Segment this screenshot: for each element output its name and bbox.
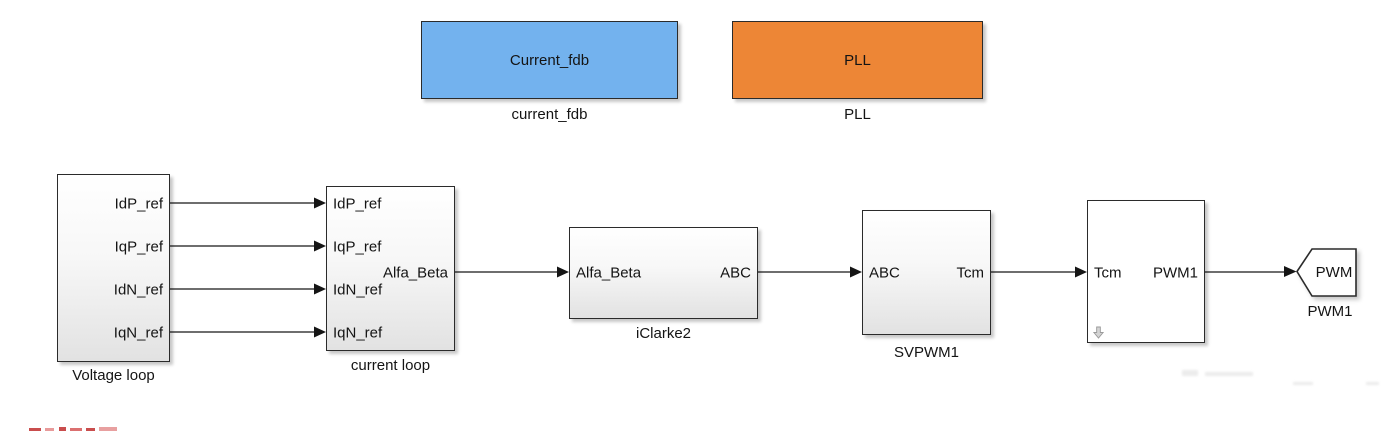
signal-wire-abc[interactable]: [758, 266, 862, 278]
block-iclarke2[interactable]: Alfa_Beta ABC: [569, 227, 758, 319]
block-pll-label: PLL: [844, 106, 871, 123]
signal-wire-tcm[interactable]: [991, 266, 1087, 278]
port-out-pwm1: PWM1: [1153, 264, 1198, 282]
port-out-abc: ABC: [720, 264, 751, 282]
port-in-abc: ABC: [869, 264, 900, 282]
signal-wire-iqp-ref[interactable]: [170, 240, 326, 252]
block-current-fdb[interactable]: Current_fdb: [421, 21, 678, 99]
port-in-iqp-ref: IqP_ref: [333, 238, 382, 256]
faint-watermark-mark: [1205, 372, 1253, 376]
block-voltage-loop[interactable]: IdP_ref IqP_ref IdN_ref IqN_ref: [57, 174, 170, 362]
port-in-idn-ref: IdN_ref: [333, 281, 383, 299]
port-in-tcm: Tcm: [1094, 264, 1122, 282]
port-out-idn-ref: IdN_ref: [113, 281, 163, 299]
port-in-iqn-ref: IqN_ref: [333, 324, 383, 342]
block-current-fdb-label: current_fdb: [511, 106, 588, 123]
port-out-alfa-beta: Alfa_Beta: [382, 264, 448, 282]
block-pll-text: PLL: [844, 51, 871, 69]
block-svpwm1-label: SVPWM1: [893, 344, 959, 361]
signal-wire-idn-ref[interactable]: [170, 283, 326, 295]
faint-watermark-mark: [1293, 382, 1313, 385]
signal-wire-pwm1[interactable]: [1205, 266, 1297, 277]
faint-watermark-mark: [1182, 370, 1198, 376]
port-out-tcm: Tcm: [956, 264, 985, 282]
block-voltage-loop-label: Voltage loop: [72, 367, 155, 384]
port-in-alfa-beta: Alfa_Beta: [576, 264, 642, 282]
block-current-loop[interactable]: IdP_ref IqP_ref IdN_ref IqN_ref Alfa_Bet…: [326, 186, 455, 351]
signal-wire-alfa-beta[interactable]: [455, 266, 569, 278]
pwm-tag-text: PWM: [1315, 264, 1353, 281]
signal-wire-iqn-ref[interactable]: [170, 326, 326, 338]
port-out-idp-ref: IdP_ref: [114, 195, 163, 213]
block-pll[interactable]: PLL: [732, 21, 983, 99]
block-pwm-subsystem[interactable]: Tcm PWM1: [1087, 200, 1205, 343]
pwm-goto-tag-shape[interactable]: [1296, 248, 1357, 297]
signal-wire-idp-ref[interactable]: [170, 197, 326, 209]
down-arrow-icon: [1093, 326, 1104, 339]
port-in-idp-ref: IdP_ref: [333, 195, 382, 213]
block-iclarke2-label: iClarke2: [635, 325, 692, 342]
faint-watermark-mark: [1366, 382, 1379, 385]
port-out-iqn-ref: IqN_ref: [113, 324, 163, 342]
port-out-iqp-ref: IqP_ref: [114, 238, 163, 256]
pwm-tag-label: PWM1: [1307, 303, 1353, 320]
block-current-fdb-text: Current_fdb: [509, 51, 590, 69]
block-current-loop-label: current loop: [350, 357, 431, 374]
block-svpwm1[interactable]: ABC Tcm: [862, 210, 991, 335]
